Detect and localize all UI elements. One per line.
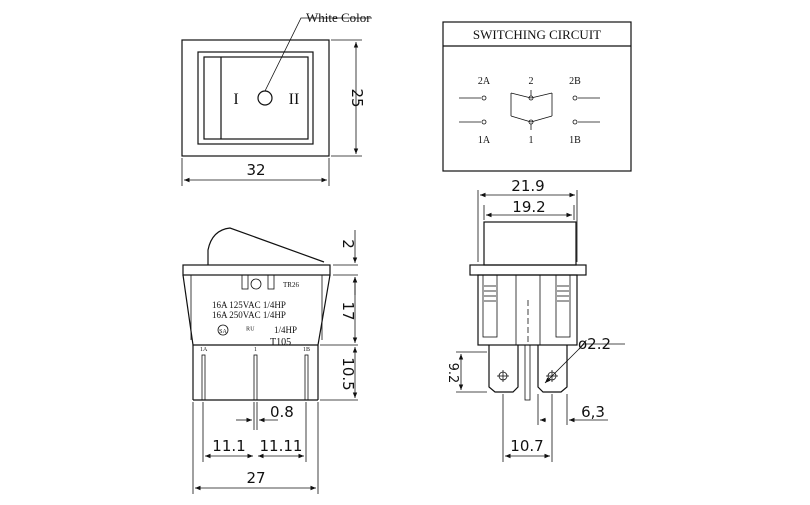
dim-outer-21-9: 21.9 — [511, 177, 544, 195]
end-body — [477, 274, 578, 346]
side-view: TR26 16A 125VAC 1/4HP 16A 250VAC 1/4HP S… — [182, 227, 358, 494]
rocker-profile — [207, 227, 325, 265]
dim-total-27: 27 — [246, 469, 265, 487]
end-flange — [469, 264, 587, 276]
label-2: 2 — [529, 76, 534, 87]
terminal-1b — [304, 354, 309, 401]
model-code: TR26 — [283, 281, 299, 289]
circuit-title: SWITCHING CIRCUIT — [473, 27, 601, 42]
dim-pin-0-8: 0.8 — [270, 403, 294, 421]
dim-pitch-left: 11.1 — [212, 437, 245, 455]
switching-circuit: SWITCHING CIRCUIT 2A 2 2B 1A 1 1B — [442, 21, 632, 172]
label-2b: 2B — [569, 76, 581, 87]
dim-width-32: 32 — [246, 161, 265, 179]
end-view: 21.9 19.2 ø2.2 9.2 6,3 10.7 — [445, 177, 625, 462]
callout-white-color: White Color — [306, 10, 371, 25]
dim-inner-19-2: 19.2 — [512, 198, 545, 216]
end-cap — [483, 221, 577, 266]
cert-sa-mark — [217, 324, 229, 336]
label-1b: 1B — [569, 135, 581, 146]
label-2a: 2A — [478, 76, 491, 87]
terminal-center — [524, 344, 531, 401]
front-bezel — [181, 39, 330, 157]
side-flange — [182, 264, 331, 276]
terminal-left — [488, 345, 519, 393]
dim-pin-span-10-7: 10.7 — [510, 437, 543, 455]
dim-height-25: 25 — [348, 88, 366, 107]
pin-label-1a: 1A — [200, 347, 208, 353]
rating-hp: 1/4HP — [274, 325, 297, 335]
front-rocker — [203, 56, 309, 140]
rating-250vac: 16A 250VAC 1/4HP — [212, 310, 286, 320]
dim-terminal-6-3: 6,3 — [581, 403, 605, 421]
rating-125vac: 16A 125VAC 1/4HP — [212, 300, 286, 310]
dim-terminal-10-5: 10.5 — [339, 357, 357, 390]
terminal-right — [537, 345, 568, 393]
dim-terminal-9-2: 9.2 — [445, 363, 460, 384]
terminal-1 — [253, 354, 258, 401]
pin-label-1b: 1B — [303, 347, 310, 353]
pin-label-1: 1 — [254, 347, 257, 353]
cert-ur-mark: ᴿᵁ — [246, 325, 255, 336]
terminal-1a — [201, 354, 206, 401]
indicator-lamp — [257, 90, 273, 106]
dim-flange-2: 2 — [339, 239, 357, 249]
dim-body-17: 17 — [339, 301, 357, 320]
dim-pitch-right: 11.11 — [260, 437, 303, 455]
mark-off: I — [233, 91, 238, 108]
front-view: I II White Color 32 25 — [181, 10, 372, 186]
cert-sa-text: SA — [219, 329, 227, 335]
mark-on: II — [289, 91, 300, 108]
side-body — [182, 274, 331, 346]
dim-hole-2-2: ø2.2 — [578, 335, 611, 353]
circuit-box — [442, 21, 632, 172]
label-1: 1 — [529, 135, 534, 146]
front-rocker-frame — [197, 51, 314, 145]
label-1a: 1A — [478, 135, 491, 146]
callout-leader — [264, 17, 372, 92]
model-number: T105 — [270, 337, 291, 348]
